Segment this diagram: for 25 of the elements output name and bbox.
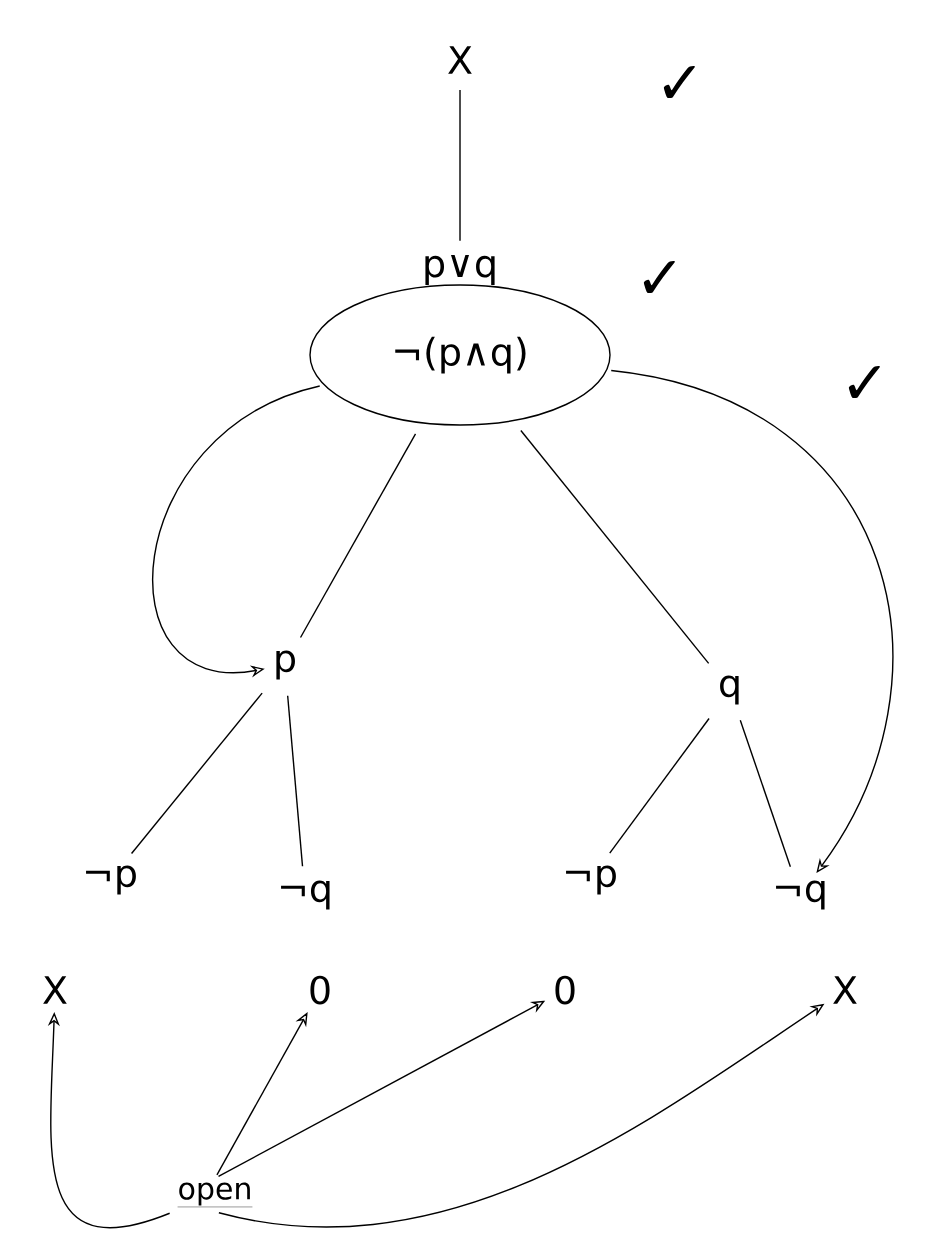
tree-line bbox=[287, 695, 304, 867]
tree-line bbox=[520, 429, 710, 665]
cross-mark: X bbox=[448, 46, 472, 74]
formula-text: ¬p bbox=[86, 865, 136, 895]
formula-text: p∨q bbox=[425, 255, 495, 285]
arrow bbox=[610, 369, 894, 873]
tree-line bbox=[609, 717, 710, 854]
check-mark: ✓ bbox=[643, 261, 675, 294]
formula-text: ¬q bbox=[776, 880, 825, 910]
formula-text: q bbox=[720, 675, 739, 705]
check-mark: ✓ bbox=[663, 66, 695, 99]
cross-mark: X bbox=[43, 976, 67, 1004]
tree-line bbox=[739, 719, 792, 868]
zero-mark: 0 bbox=[310, 975, 330, 1005]
cross-mark: X bbox=[833, 976, 857, 1004]
formula-text: ¬q bbox=[281, 880, 330, 910]
tree-line bbox=[130, 692, 263, 855]
arrow bbox=[216, 1012, 308, 1176]
formula-text: p bbox=[276, 650, 295, 680]
tree-line bbox=[459, 89, 461, 242]
tree-line bbox=[299, 433, 417, 639]
zero-mark: 0 bbox=[555, 975, 575, 1005]
underlined-label: open bbox=[177, 1182, 253, 1208]
check-mark: ✓ bbox=[848, 366, 880, 399]
formula-text: ¬p bbox=[566, 865, 616, 895]
